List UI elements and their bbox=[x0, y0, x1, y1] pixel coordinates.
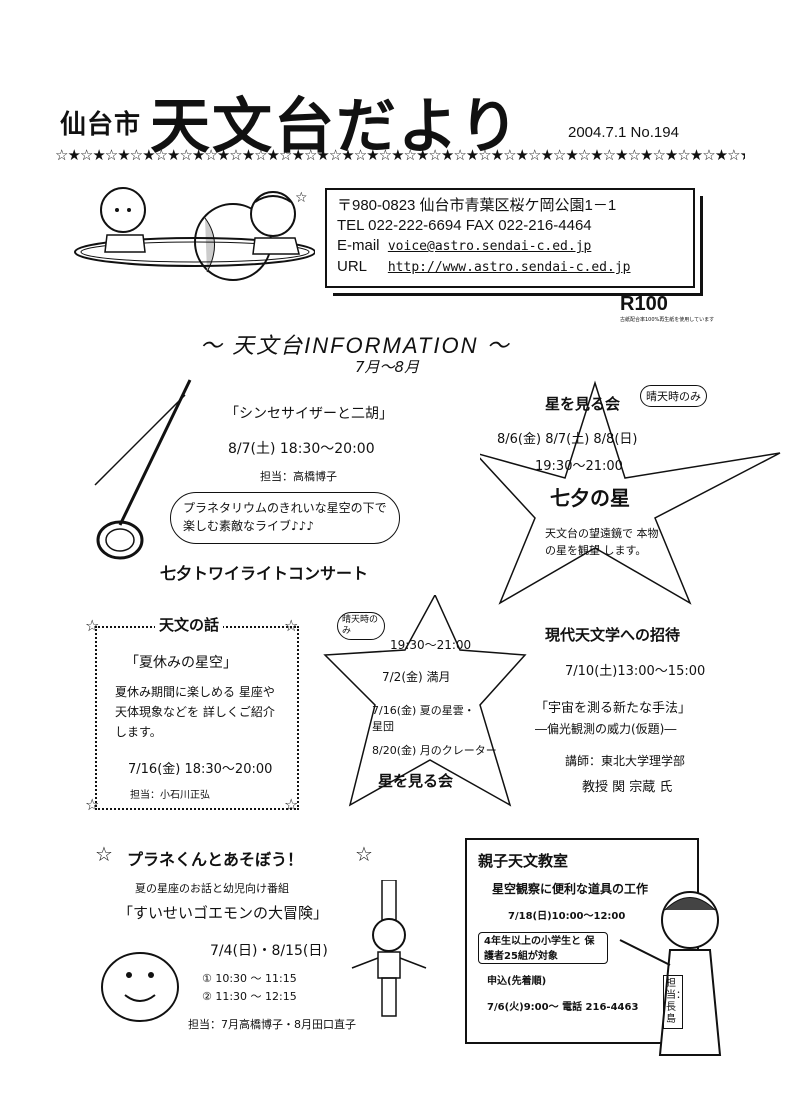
parent-staff: 担当：長島 bbox=[663, 975, 686, 1029]
talk-title: 天文の話 bbox=[155, 614, 224, 635]
svg-text:☆: ☆ bbox=[295, 190, 308, 206]
recycle-note: 古紙配合率100%再生紙を使用しています bbox=[620, 317, 715, 323]
talk-subtitle: 「夏休みの星空」 bbox=[125, 655, 237, 671]
concert-staff: 担当：高橋博子 bbox=[260, 470, 337, 483]
star-corner-icon: ☆ bbox=[284, 795, 299, 814]
stargaze-summer-tag: 晴天時のみ bbox=[640, 385, 707, 407]
parent-datetime: 7/18(日)10:00～12:00 bbox=[508, 911, 626, 922]
modern-subtitle2: ―偏光観測の威力(仮題)― bbox=[535, 722, 677, 736]
stargaze-july-line2: 7/16(金) 夏の星雲・星団 bbox=[372, 704, 475, 733]
modern-subtitle: 「宇宙を測る新たな手法」 bbox=[535, 701, 692, 716]
modern-title: 現代天文学への招待 bbox=[545, 626, 681, 644]
url-link[interactable]: http://www.astro.sendai-c.ed.jp bbox=[387, 260, 631, 275]
email-link[interactable]: voice@astro.sendai-c.ed.jp bbox=[387, 239, 592, 254]
stargaze-july-time: 19:30～21:00 bbox=[390, 638, 472, 652]
star-divider: ☆★☆★☆★☆★☆★☆★☆★☆★☆★☆★☆★☆★☆★☆★☆★☆★☆★☆★☆★☆★… bbox=[55, 146, 745, 164]
stargaze-summer-desc: 天文台の望遠鏡で 本物の星を観望 します。 bbox=[545, 527, 659, 557]
star-corner-icon: ☆ bbox=[85, 795, 100, 814]
concert-datetime: 8/7(土) 18:30～20:00 bbox=[228, 441, 375, 457]
tel-fax: TEL 022-222-6694 FAX 022-216-4464 bbox=[337, 217, 592, 234]
plane-staff: 担当：7月高橋博子・8月田口直子 bbox=[188, 1018, 356, 1031]
star-shape-july bbox=[323, 595, 527, 807]
stargaze-summer-theme: 七夕の星 bbox=[550, 486, 630, 510]
parent-target: 4年生以上の小学生と 保護者25組が対象 bbox=[478, 932, 608, 964]
parent-apply-detail: 7/6(火)9:00～ 電話 216-4463 bbox=[487, 1002, 639, 1013]
stargaze-july-tag: 晴天時のみ bbox=[337, 612, 385, 640]
plane-title: プラネくんとあそぼう！ bbox=[127, 850, 304, 869]
information-title: ～ 天文台INFORMATION ～ bbox=[200, 333, 511, 358]
talk-datetime: 7/16(金) 18:30～20:00 bbox=[128, 762, 273, 777]
newsletter-title: 天文台だより bbox=[150, 92, 521, 162]
plane-dates: 7/4(日)・8/15(日) bbox=[210, 943, 328, 959]
issue-date: 2004.7.1 No.194 bbox=[568, 124, 679, 141]
plane-program: 「すいせいゴエモンの大冒険」 bbox=[118, 904, 329, 922]
information-period: 7月～8月 bbox=[355, 358, 420, 376]
stargaze-july-line3: 8/20(金) 月のクレーター bbox=[372, 744, 497, 757]
plane-slot2: ② 11:30 ～ 12:15 bbox=[202, 990, 297, 1003]
url-label: URL bbox=[337, 258, 368, 275]
parent-apply: 申込(先着順) bbox=[487, 976, 547, 987]
stargaze-summer-dates: 8/6(金) 8/7(土) 8/8(日) bbox=[497, 432, 638, 447]
robot-mascot bbox=[351, 880, 427, 1017]
stargaze-summer-title: 星を見る会 bbox=[545, 395, 621, 413]
stargaze-summer-time: 19:30～21:00 bbox=[535, 459, 623, 474]
concert-title: 七夕トワイライトコンサート bbox=[160, 564, 369, 583]
star-icon: ☆ bbox=[95, 842, 113, 866]
stargaze-july-title: 星を見る会 bbox=[378, 772, 454, 790]
parent-subtitle: 星空観察に便利な道具の工作 bbox=[492, 882, 649, 896]
round-face-mascot bbox=[101, 952, 179, 1022]
modern-lecturer: 講師：東北大学理学部 bbox=[565, 754, 686, 768]
contact-box: 〒980-0823 仙台市青葉区桜ケ岡公園1－1 TEL 022-222-669… bbox=[325, 188, 695, 288]
erhu-illustration bbox=[94, 379, 192, 560]
modern-lecturer2: 教授 関 宗蔵 氏 bbox=[582, 780, 673, 795]
talk-desc: 夏休み期間に楽しめる 星座や天体現象などを 詳しくご紹介します。 bbox=[115, 685, 275, 739]
concert-bubble: プラネタリウムのきれいな星空の下で 楽しむ素敵なライブ♪♪♪ bbox=[170, 492, 400, 544]
stargaze-july-line1: 7/2(金) 満月 bbox=[382, 670, 451, 684]
email-label: E-mail bbox=[337, 237, 380, 254]
star-shape-summer bbox=[480, 380, 781, 605]
concert-subtitle: 「シンセサイザーと二胡」 bbox=[225, 406, 393, 422]
teacher-illustration bbox=[619, 891, 722, 1056]
star-icon: ☆ bbox=[355, 842, 373, 866]
city-name: 仙台市 bbox=[60, 110, 142, 140]
plane-slot1: ① 10:30 ～ 11:15 bbox=[202, 972, 297, 985]
recycle-mark: R100 bbox=[620, 293, 668, 315]
star-corner-icon: ☆ bbox=[284, 616, 299, 635]
planet-mascot-illustration: ☆ bbox=[74, 187, 315, 281]
star-corner-icon: ☆ bbox=[85, 616, 100, 635]
contact-box-shadow bbox=[333, 196, 703, 296]
address: 〒980-0823 仙台市青葉区桜ケ岡公園1－1 bbox=[337, 197, 617, 214]
parent-title: 親子天文教室 bbox=[478, 852, 569, 870]
plane-desc: 夏の星座のお話と幼児向け番組 bbox=[135, 882, 289, 895]
talk-staff: 担当：小石川正弘 bbox=[130, 790, 210, 801]
modern-datetime: 7/10(土)13:00～15:00 bbox=[565, 664, 706, 679]
